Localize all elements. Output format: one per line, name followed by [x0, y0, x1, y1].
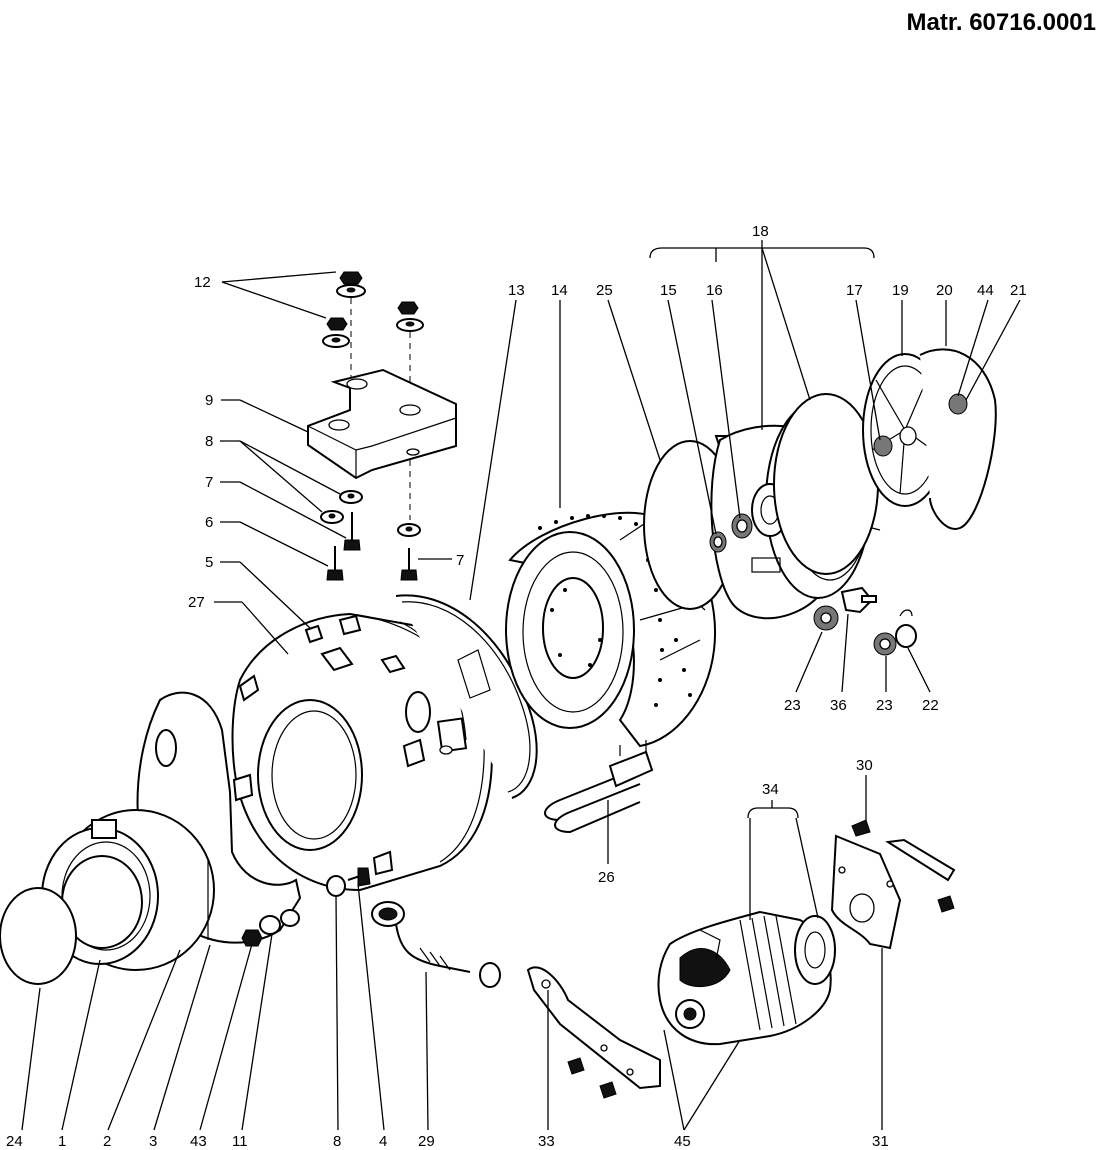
callout-31: 31 — [872, 1133, 889, 1150]
callout-12: 12 — [194, 274, 211, 291]
callout-17: 17 — [846, 282, 863, 299]
callout-19: 19 — [892, 282, 909, 299]
callout-29: 29 — [418, 1133, 435, 1150]
callout-23-left: 23 — [784, 697, 801, 714]
callout-1: 1 — [58, 1133, 66, 1150]
callout-8-top: 8 — [205, 433, 213, 450]
callout-36: 36 — [830, 697, 847, 714]
motor-bracket — [526, 966, 661, 1099]
callout-3: 3 — [149, 1133, 157, 1150]
fasteners-small — [241, 867, 371, 947]
callout-44: 44 — [977, 282, 994, 299]
header-title: Matr. 60716.0001 — [907, 9, 1096, 36]
callout-45: 45 — [674, 1133, 691, 1150]
callout-11: 11 — [232, 1133, 248, 1150]
callout-8-bottom: 8 — [333, 1133, 341, 1150]
drive-motor — [657, 910, 836, 1046]
callout-7-right: 7 — [456, 552, 464, 569]
callout-7-left: 7 — [205, 474, 213, 491]
callout-9: 9 — [205, 392, 213, 409]
callout-30: 30 — [856, 757, 873, 774]
callout-4: 4 — [379, 1133, 387, 1150]
callout-2: 2 — [103, 1133, 111, 1150]
callout-24: 24 — [6, 1133, 23, 1150]
callout-5: 5 — [205, 554, 213, 571]
leader-lines — [21, 240, 1021, 1131]
callout-18: 18 — [752, 223, 769, 240]
drain-hose — [371, 901, 501, 988]
callout-43: 43 — [190, 1133, 207, 1150]
capacitor-bracket — [830, 819, 956, 950]
pulley-nut — [948, 393, 968, 415]
callout-33: 33 — [538, 1133, 555, 1150]
callout-21: 21 — [1010, 282, 1027, 299]
front-panel-and-door-seal — [0, 691, 302, 985]
callout-25: 25 — [596, 282, 613, 299]
callout-27: 27 — [188, 594, 205, 611]
counterweight-assembly — [307, 271, 457, 581]
callout-15: 15 — [660, 282, 677, 299]
callout-26: 26 — [598, 869, 615, 886]
callout-16: 16 — [706, 282, 723, 299]
callout-6: 6 — [205, 514, 213, 531]
callout-23-right: 23 — [876, 697, 893, 714]
heater-element — [544, 740, 654, 834]
callout-20: 20 — [936, 282, 953, 299]
callout-22: 22 — [922, 697, 939, 714]
rear-small-parts — [813, 586, 917, 656]
callout-labels: 12 9 8 7 6 7 5 27 13 14 25 15 16 18 17 1… — [6, 223, 1027, 1150]
callout-13: 13 — [508, 282, 525, 299]
drive-belt — [919, 348, 997, 530]
tub-front-half — [231, 612, 494, 892]
callout-34: 34 — [762, 781, 779, 798]
callout-14: 14 — [551, 282, 568, 299]
